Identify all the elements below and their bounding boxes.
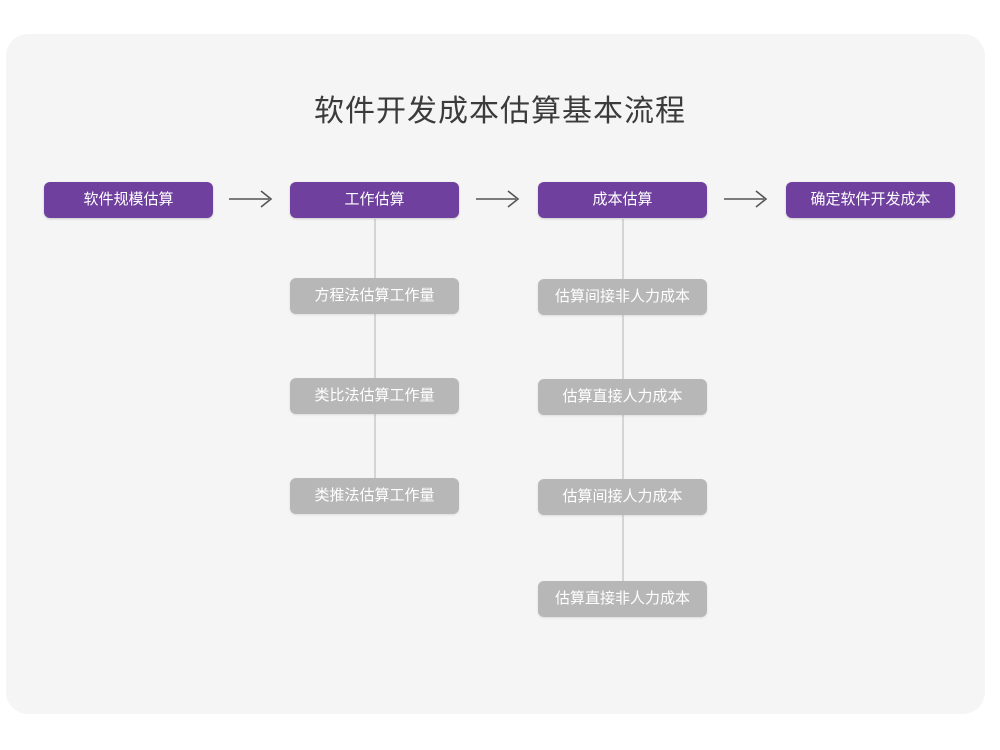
- connector-line-stage-2: [374, 219, 376, 499]
- flowchart-card: [6, 34, 985, 714]
- node-stage-4[interactable]: 确定软件开发成本: [786, 182, 955, 218]
- node-stage-3[interactable]: 成本估算: [538, 182, 707, 218]
- arrow-stage-2-to-stage-3: [475, 188, 523, 210]
- arrow-stage-1-to-stage-2: [228, 188, 276, 210]
- arrow-stage-3-to-stage-4: [723, 188, 771, 210]
- arrow-right-icon: [476, 190, 520, 208]
- node-stage-3-substep-4[interactable]: 估算直接非人力成本: [538, 581, 707, 617]
- node-stage-2[interactable]: 工作估算: [290, 182, 459, 218]
- node-stage-3-substep-2[interactable]: 估算直接人力成本: [538, 379, 707, 415]
- arrow-right-icon: [724, 190, 768, 208]
- node-stage-3-substep-3[interactable]: 估算间接人力成本: [538, 479, 707, 515]
- node-stage-2-substep-3[interactable]: 类推法估算工作量: [290, 478, 459, 514]
- node-stage-2-substep-1[interactable]: 方程法估算工作量: [290, 278, 459, 314]
- node-stage-1[interactable]: 软件规模估算: [44, 182, 213, 218]
- arrow-right-icon: [229, 190, 273, 208]
- page-title: 软件开发成本估算基本流程: [314, 95, 686, 128]
- node-stage-2-substep-2[interactable]: 类比法估算工作量: [290, 378, 459, 414]
- node-stage-3-substep-1[interactable]: 估算间接非人力成本: [538, 279, 707, 315]
